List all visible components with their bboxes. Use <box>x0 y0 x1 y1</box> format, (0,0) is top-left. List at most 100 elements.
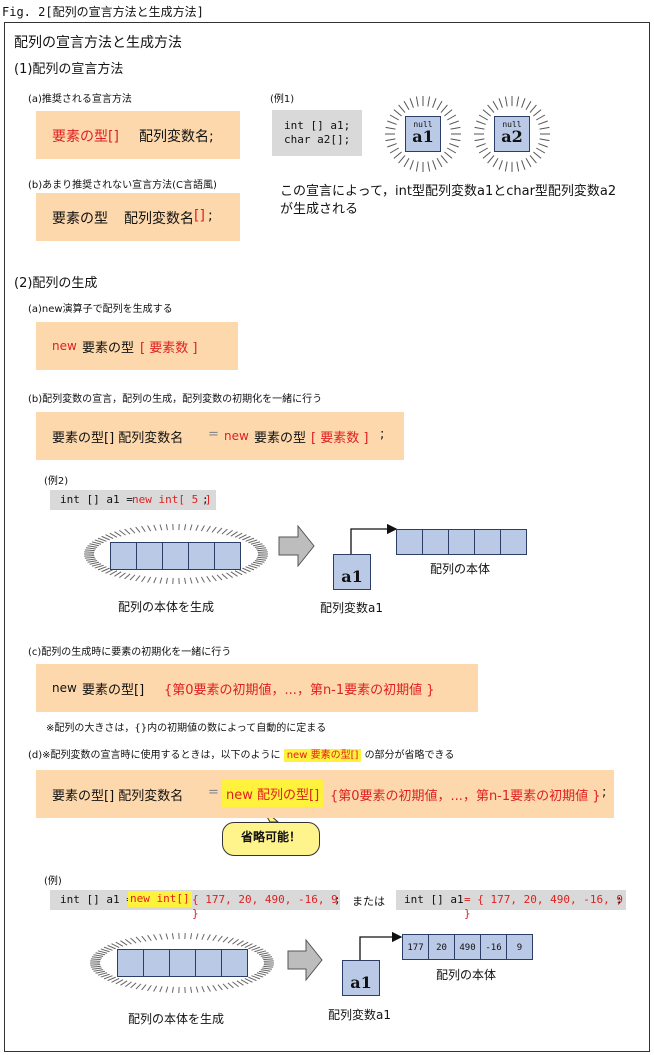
s2a-type: 要素の型 <box>82 341 135 356</box>
ray-line <box>125 938 132 945</box>
ray-line <box>427 161 431 172</box>
ray-line <box>200 576 205 583</box>
ray-line <box>409 160 414 170</box>
ex3-code1-black: int [] a1 = <box>60 893 133 906</box>
ray-line <box>398 155 406 164</box>
ex2-code-red: new int[ 5 ] <box>132 493 212 506</box>
ray-line <box>387 120 397 125</box>
ray-line <box>184 524 187 531</box>
ray-line <box>521 98 526 108</box>
ray-line <box>242 535 251 541</box>
ray-line <box>93 969 104 972</box>
ex1-code-line: char a2[]; <box>284 133 351 146</box>
ray-line <box>90 965 101 968</box>
array-cell <box>448 529 475 555</box>
ray-line <box>201 933 205 940</box>
ray-line <box>538 143 548 148</box>
ray-line <box>476 120 486 125</box>
ray-line <box>216 574 223 581</box>
ray-line <box>90 958 101 961</box>
ray-line <box>153 985 158 992</box>
ray-line <box>195 577 199 584</box>
ray-line <box>432 98 437 108</box>
s2d-eq: = <box>208 785 219 800</box>
ray-line <box>535 114 546 121</box>
s2d-semicolon: ; <box>602 785 607 800</box>
ray-line <box>446 147 457 154</box>
s1b-label: (b)あまり推奨されない宣言方法(C言語風) <box>28 180 217 191</box>
ray-line <box>101 567 110 573</box>
ray-line <box>206 934 211 941</box>
ray-line <box>498 160 503 170</box>
ray-line <box>450 126 461 130</box>
ray-line <box>516 161 520 172</box>
ray-line <box>539 126 550 130</box>
ex1-label: (例1) <box>270 94 295 105</box>
ray-line <box>159 933 163 940</box>
ray-line <box>262 956 273 959</box>
ray-line <box>189 524 193 531</box>
ray-line <box>256 972 267 976</box>
ray-line <box>195 933 199 940</box>
ray-line <box>93 954 104 957</box>
ray-line <box>147 576 152 583</box>
array-cell: 490 <box>454 934 481 960</box>
ray-line <box>94 539 104 544</box>
ex3-code1-box: int [] a1 = new int[] { 177, 20, 490, -1… <box>50 890 341 920</box>
ray-line <box>409 98 414 108</box>
ray-line <box>85 558 96 561</box>
ray-line <box>100 973 110 978</box>
ray-line <box>124 528 131 535</box>
s2a-code-box: new 要素の型 [ 要素数 ] <box>36 322 238 370</box>
ray-line <box>487 104 495 113</box>
ray-line <box>111 943 120 949</box>
ray-line <box>100 948 110 953</box>
ray-line <box>120 980 128 986</box>
ray-line <box>97 537 107 542</box>
ray-line <box>85 547 96 550</box>
ray-line <box>95 970 106 974</box>
ray-line <box>232 938 239 945</box>
ray-line <box>236 940 244 946</box>
ray-line <box>141 984 147 991</box>
ray-line <box>248 944 257 950</box>
array-cell <box>117 949 144 977</box>
ray-line <box>393 109 402 117</box>
ray-line <box>119 529 126 536</box>
array-cell <box>143 949 170 977</box>
ray-line <box>478 114 489 121</box>
ray-line <box>256 558 267 561</box>
ex1-code-line: int [] a1; <box>284 119 351 132</box>
s2c-new: new <box>52 681 77 695</box>
ray-line <box>535 147 546 154</box>
ray-line <box>120 940 128 946</box>
ray-line <box>103 975 113 980</box>
ray-line <box>446 114 457 121</box>
ray-line <box>141 935 147 942</box>
ex2-reference-arrow <box>350 523 398 566</box>
ray-line <box>257 549 268 552</box>
ray-line <box>398 104 406 113</box>
ray-line <box>89 543 100 547</box>
ex1-desc-line2: が生成される <box>280 202 359 217</box>
ex3-var-caption: 配列変数a1 <box>328 1008 391 1022</box>
ray-line <box>201 986 205 993</box>
ray-line <box>94 564 104 569</box>
ray-line <box>449 143 459 148</box>
s2d-code-box: 要素の型[] 配列変数名 = new 配列の型[] {第0要素の初期値，...，… <box>36 770 614 818</box>
ray-line <box>159 577 163 584</box>
array-cell <box>214 542 241 570</box>
array-cell: 177 <box>402 934 429 960</box>
s2d-label-hl: new 要素の型[] <box>283 749 362 762</box>
ray-line <box>234 532 243 538</box>
s2d-hl: new 配列の型[] <box>222 780 324 807</box>
ray-line <box>263 958 274 961</box>
array-cell: -16 <box>480 934 507 960</box>
ray-line <box>195 524 199 531</box>
ex1-desc-line1: この宣言によって，int型配列変数a1とchar型配列変数a2 <box>280 184 617 199</box>
ex3-variable-box: a1 <box>342 960 380 996</box>
ray-line <box>195 986 199 993</box>
ex3-code2-black: int [] a1 <box>404 893 464 906</box>
ray-line <box>147 984 152 992</box>
